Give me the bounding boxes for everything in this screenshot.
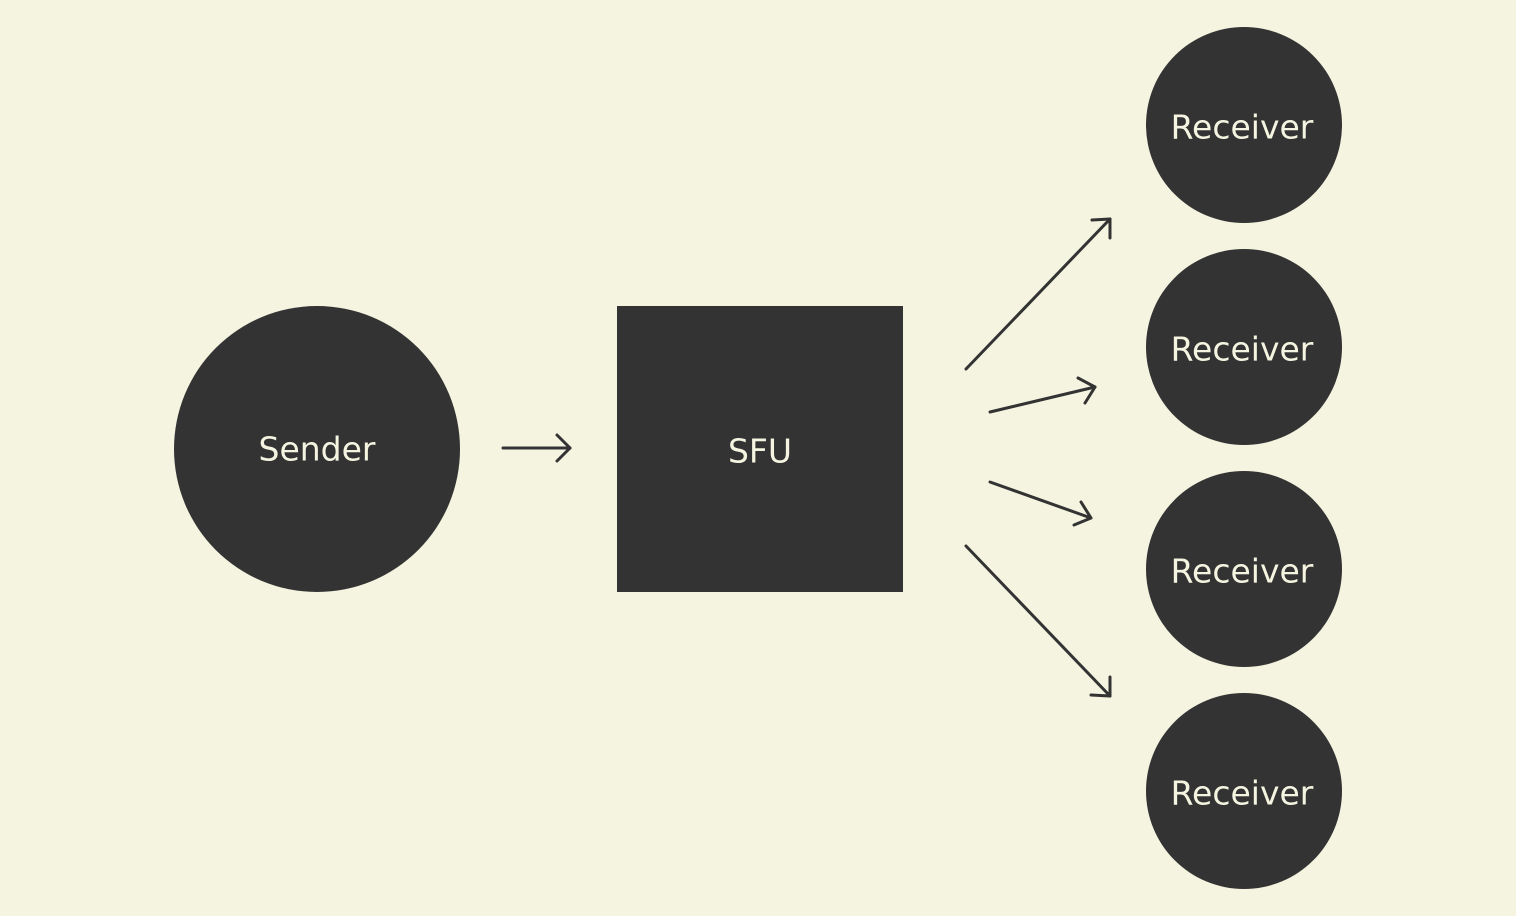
receiver-node-1: Receiver: [1146, 27, 1342, 223]
arrow-head: [555, 433, 572, 463]
receiver-node-3: Receiver: [1146, 471, 1342, 667]
arrow-head: [1089, 675, 1112, 698]
receiver-label: Receiver: [1171, 552, 1314, 591]
receiver-circle: [1146, 27, 1342, 223]
receiver-node-4: Receiver: [1146, 693, 1342, 889]
sfu-node: SFU: [617, 306, 903, 592]
receiver-circle: [1146, 471, 1342, 667]
receiver-label: Receiver: [1171, 330, 1314, 369]
arrow-sfu-to-receiver-3: [988, 480, 1093, 527]
arrow-sfu-to-receiver-1: [964, 217, 1112, 371]
arrow-sender-to-sfu: [501, 433, 572, 463]
receiver-circle: [1146, 693, 1342, 889]
arrow-sfu-to-receiver-4: [964, 544, 1112, 698]
sender-circle: [174, 306, 460, 592]
arrow-sfu-to-receiver-2: [988, 376, 1097, 414]
arrow-shaft: [988, 480, 1093, 520]
receiver-label: Receiver: [1171, 108, 1314, 147]
arrow-head: [1072, 500, 1093, 527]
arrow-shaft: [964, 217, 1112, 371]
sender-label: Sender: [259, 430, 376, 469]
receiver-label: Receiver: [1171, 774, 1314, 813]
receiver-node-2: Receiver: [1146, 249, 1342, 445]
sender-node: Sender: [174, 306, 460, 592]
arrow-shaft: [988, 385, 1097, 414]
arrow-head: [1076, 376, 1097, 405]
sfu-label: SFU: [728, 432, 792, 471]
receiver-circle: [1146, 249, 1342, 445]
arrow-head: [1090, 217, 1112, 240]
sfu-box: [617, 306, 903, 592]
arrow-shaft: [964, 544, 1112, 698]
